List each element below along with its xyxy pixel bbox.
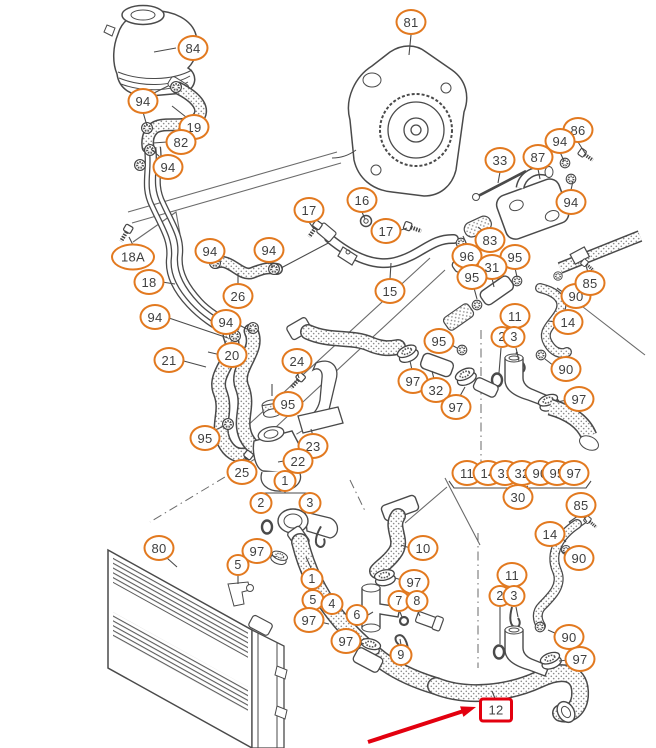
callout-3[interactable]: 3	[298, 492, 322, 514]
callout-97[interactable]: 97	[564, 646, 596, 672]
callout-25[interactable]: 25	[226, 459, 258, 485]
callout-26[interactable]: 26	[222, 283, 254, 309]
callout-11[interactable]: 11	[499, 303, 531, 329]
callout-5[interactable]: 5	[226, 554, 250, 576]
highlighted-callout-12[interactable]: 12	[479, 697, 513, 723]
hose-10	[369, 494, 420, 579]
seal-16	[359, 214, 373, 228]
coolant-pipes-18	[143, 146, 242, 337]
callout-94[interactable]: 94	[152, 154, 184, 180]
callout-3[interactable]: 3	[502, 326, 526, 348]
callout-85[interactable]: 85	[565, 492, 597, 518]
callout-90[interactable]: 90	[550, 356, 582, 382]
tank-cap	[121, 4, 165, 26]
callout-90[interactable]: 90	[563, 545, 595, 571]
callout-33[interactable]: 33	[484, 147, 516, 173]
callout-17[interactable]: 17	[370, 218, 402, 244]
oil-cooler	[495, 166, 570, 240]
callout-4[interactable]: 4	[320, 593, 344, 615]
radiator	[107, 548, 288, 748]
callout-20[interactable]: 20	[216, 342, 248, 368]
water-pump	[331, 45, 468, 197]
callout-85[interactable]: 85	[574, 270, 606, 296]
callout-94[interactable]: 94	[127, 88, 159, 114]
callout-94[interactable]: 94	[544, 128, 576, 154]
callout-11[interactable]: 11	[496, 562, 528, 588]
callout-94[interactable]: 94	[210, 309, 242, 335]
callout-97[interactable]: 97	[558, 460, 590, 486]
callout-94[interactable]: 94	[194, 238, 226, 264]
pipe-15	[316, 222, 459, 269]
expansion-tank	[103, 4, 198, 97]
callout-8[interactable]: 8	[405, 590, 429, 612]
callout-81[interactable]: 81	[395, 9, 427, 35]
callout-80[interactable]: 80	[143, 535, 175, 561]
callout-97[interactable]: 97	[330, 628, 362, 654]
callout-21[interactable]: 21	[153, 347, 185, 373]
callout-3[interactable]: 3	[502, 585, 526, 607]
callout-15[interactable]: 15	[374, 278, 406, 304]
callout-17[interactable]: 17	[293, 197, 325, 223]
callout-84[interactable]: 84	[177, 35, 209, 61]
callout-94[interactable]: 94	[139, 304, 171, 330]
pump-pulley	[379, 93, 453, 167]
callout-14[interactable]: 14	[534, 521, 566, 547]
bracket-rod-33	[472, 169, 527, 201]
connector-32-chain	[286, 317, 499, 398]
callout-95[interactable]: 95	[456, 264, 488, 290]
callout-1[interactable]: 1	[300, 568, 324, 590]
callout-2[interactable]: 2	[249, 492, 273, 514]
callout-22[interactable]: 22	[282, 448, 314, 474]
callout-95[interactable]: 95	[189, 425, 221, 451]
callout-18[interactable]: 18	[133, 269, 165, 295]
elbow-assembly-upper	[490, 349, 599, 451]
hose-14-upper	[535, 230, 643, 359]
callout-87[interactable]: 87	[522, 144, 554, 170]
tank-hose-19	[141, 81, 208, 154]
callout-95[interactable]: 95	[423, 328, 455, 354]
callout-82[interactable]: 82	[165, 129, 197, 155]
callout-24[interactable]: 24	[281, 348, 313, 374]
callout-97[interactable]: 97	[293, 607, 325, 633]
oring-7	[398, 615, 410, 627]
callout-94[interactable]: 94	[253, 237, 285, 263]
callout-18A[interactable]: 18A	[111, 243, 155, 271]
callout-9[interactable]: 9	[389, 644, 413, 666]
callout-94[interactable]: 94	[555, 189, 587, 215]
tee-assembly	[352, 567, 444, 673]
callout-83[interactable]: 83	[474, 227, 506, 253]
callout-16[interactable]: 16	[346, 187, 378, 213]
callout-6[interactable]: 6	[345, 604, 369, 626]
sensor-8	[414, 611, 444, 632]
callout-10[interactable]: 10	[407, 535, 439, 561]
callout-30[interactable]: 30	[502, 484, 534, 510]
callout-95[interactable]: 95	[272, 391, 304, 417]
callout-14[interactable]: 14	[552, 309, 584, 335]
callout-97[interactable]: 97	[440, 394, 472, 420]
callout-97[interactable]: 97	[563, 386, 595, 412]
elbow-assembly-lower	[492, 606, 564, 677]
drain-valve-5	[227, 581, 254, 607]
callout-1[interactable]: 1	[273, 470, 297, 492]
